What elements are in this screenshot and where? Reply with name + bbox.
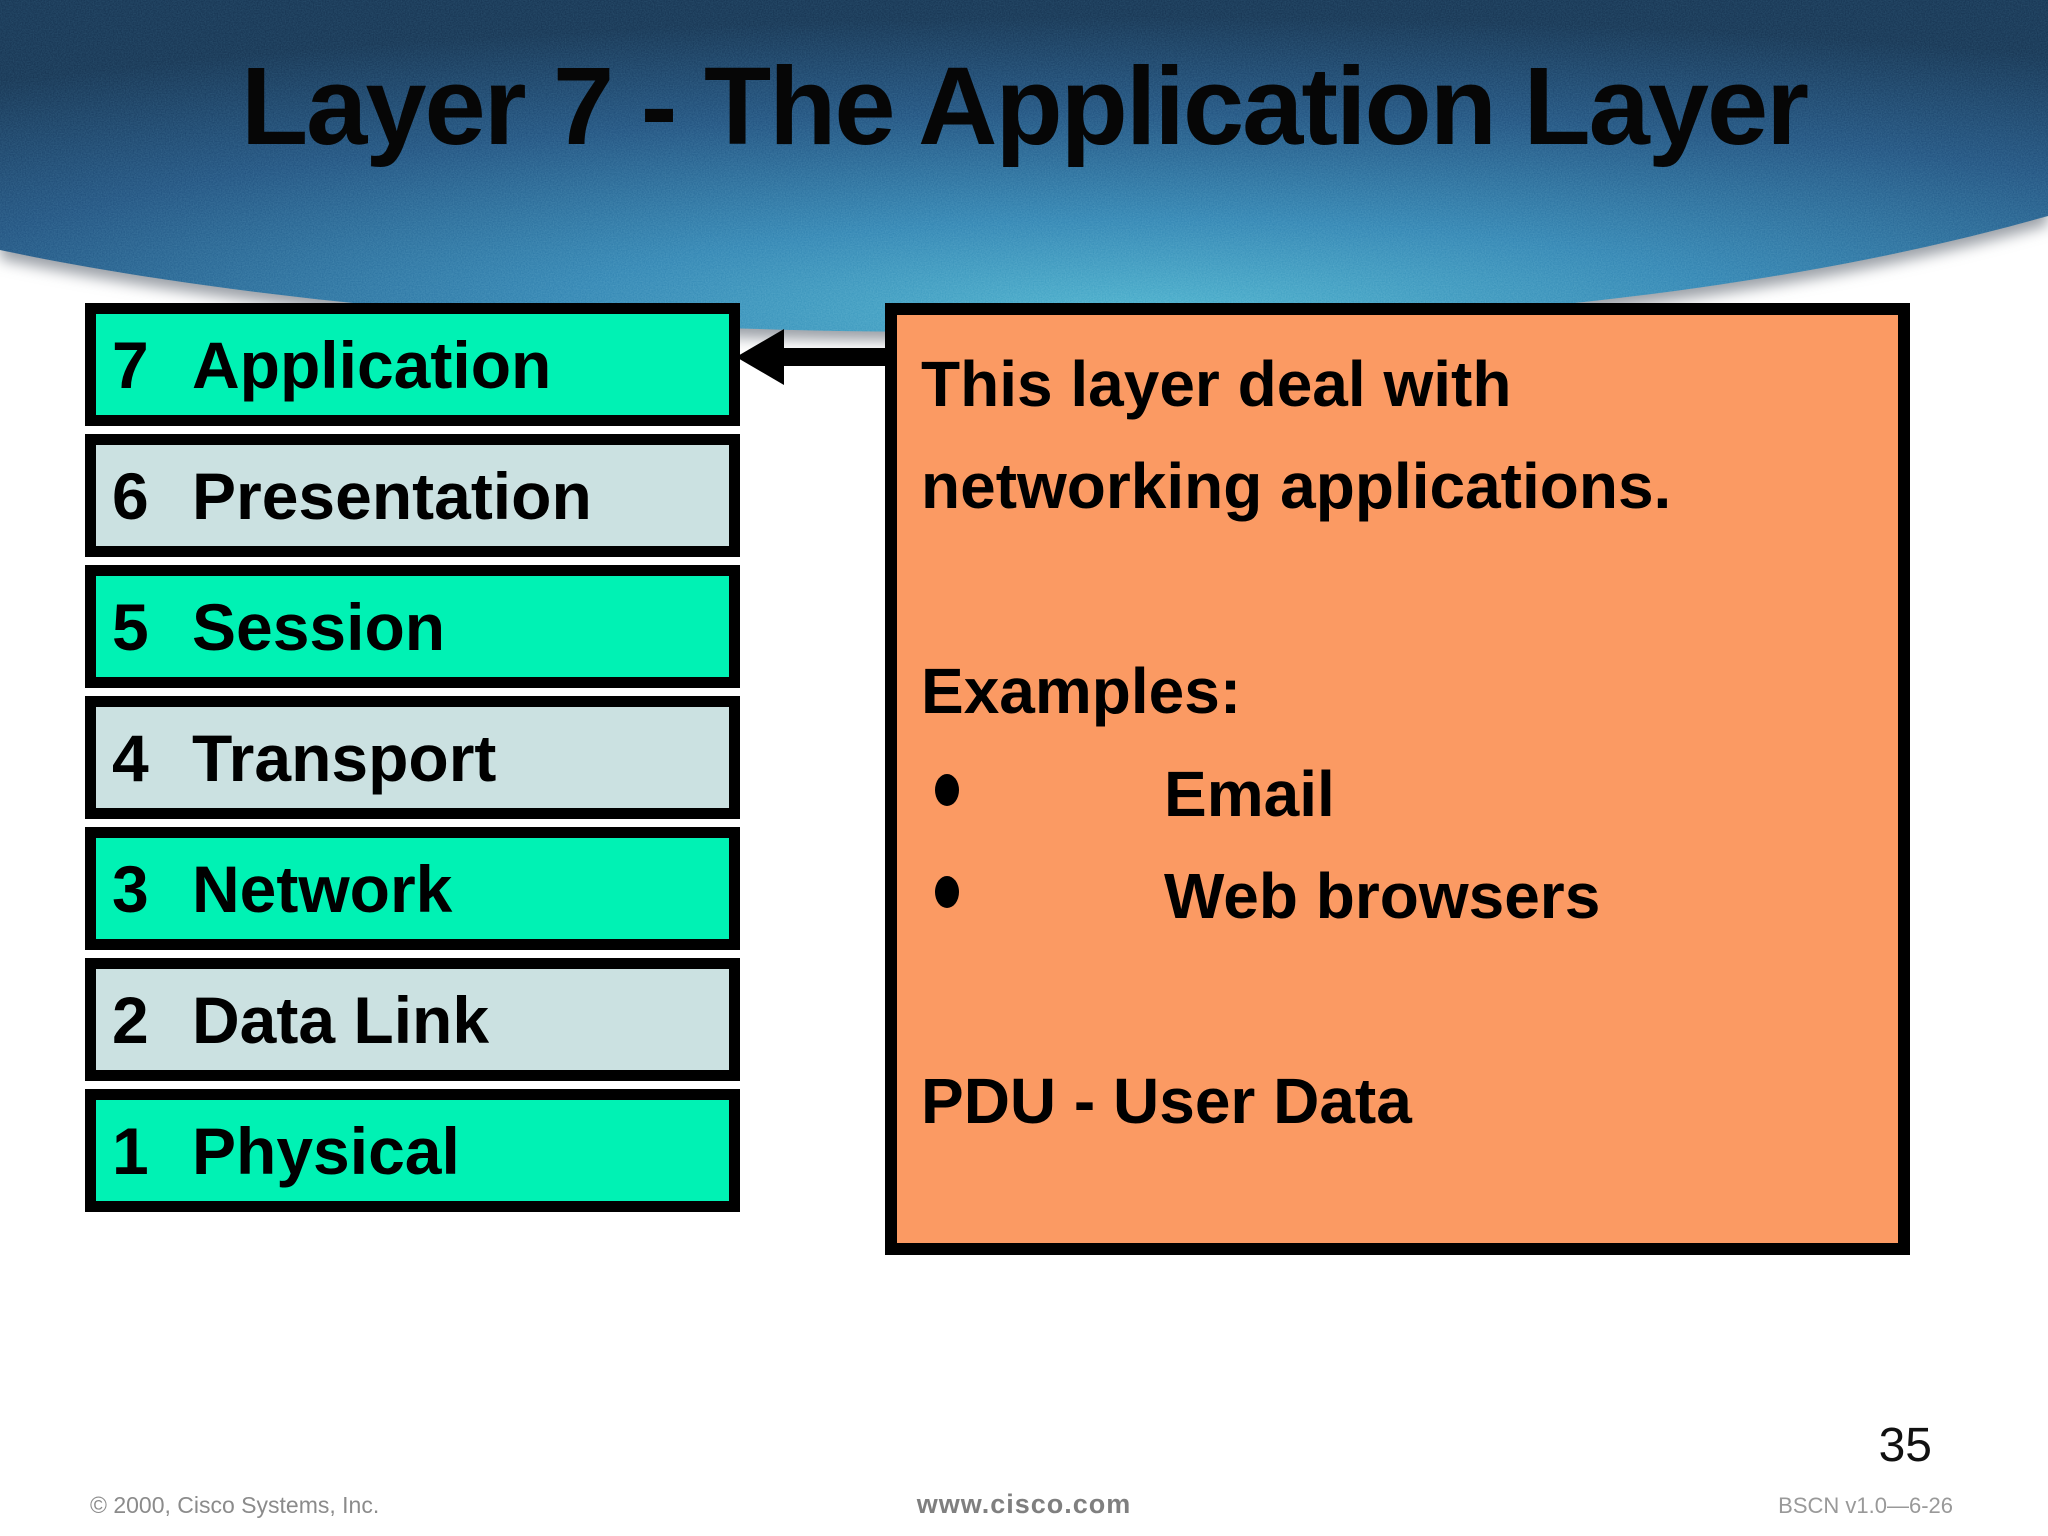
slide-title: Layer 7 - The Application Layer: [240, 45, 1809, 168]
info-blank-line: [921, 947, 1874, 1049]
page-number: 35: [1878, 1419, 1932, 1472]
layer-name: Transport: [192, 720, 497, 795]
info-blank-line: [921, 538, 1874, 640]
title-banner: Layer 7 - The Application Layer: [0, 0, 2048, 380]
info-bullet-item: Email: [921, 743, 1874, 845]
layer-number: 2: [112, 982, 149, 1057]
footer-website-link[interactable]: www.cisco.com: [916, 1489, 1132, 1519]
osi-layer-presentation: 6 Presentation: [85, 434, 740, 557]
arrow-head: [736, 329, 784, 385]
layer-number: 5: [112, 589, 149, 664]
info-text-line: networking applications.: [921, 450, 1672, 523]
layer-number: 3: [112, 851, 149, 926]
layer-name: Session: [192, 589, 446, 664]
osi-layer-transport: 4 Transport: [85, 696, 740, 819]
osi-layer-network: 3 Network: [85, 827, 740, 950]
osi-stack: 7 Application 6 Presentation 5 Session 4 Transp…: [85, 303, 740, 1220]
banner-background: [0, 0, 2048, 332]
osi-layer-application: 7 Application: [85, 303, 740, 426]
bullet-dot-icon: [935, 875, 959, 908]
layer-number: 1: [112, 1113, 149, 1188]
layer-name: Physical: [192, 1113, 460, 1188]
layer-name: Application: [192, 327, 552, 402]
pointer-arrow: [736, 329, 888, 385]
info-text-line: This layer deal with: [921, 348, 1512, 420]
info-bullet-text: Email: [1164, 757, 1335, 830]
info-bullet-text: Web browsers: [1164, 859, 1601, 932]
layer-name: Presentation: [192, 458, 592, 533]
info-box: This layer deal with networking applicati…: [885, 303, 1910, 1255]
footer-course-code: BSCN v1.0—6-26: [1778, 1493, 1953, 1518]
info-text-line: Examples:: [921, 655, 1242, 728]
osi-layer-physical: 1 Physical: [85, 1089, 740, 1212]
footer-copyright: © 2000, Cisco Systems, Inc.: [90, 1492, 380, 1518]
layer-name: Data Link: [192, 982, 490, 1057]
osi-layer-data-link: 2 Data Link: [85, 958, 740, 1081]
osi-layer-session: 5 Session: [85, 565, 740, 688]
bullet-dot-icon: [935, 773, 959, 806]
info-text-line: PDU - User Data: [921, 1064, 1412, 1137]
arrow-shaft: [782, 348, 888, 366]
layer-number: 7: [112, 327, 149, 402]
info-bullet-item: Web browsers: [921, 845, 1874, 947]
layer-number: 6: [112, 458, 149, 533]
layer-number: 4: [112, 720, 149, 795]
layer-name: Network: [192, 851, 453, 926]
